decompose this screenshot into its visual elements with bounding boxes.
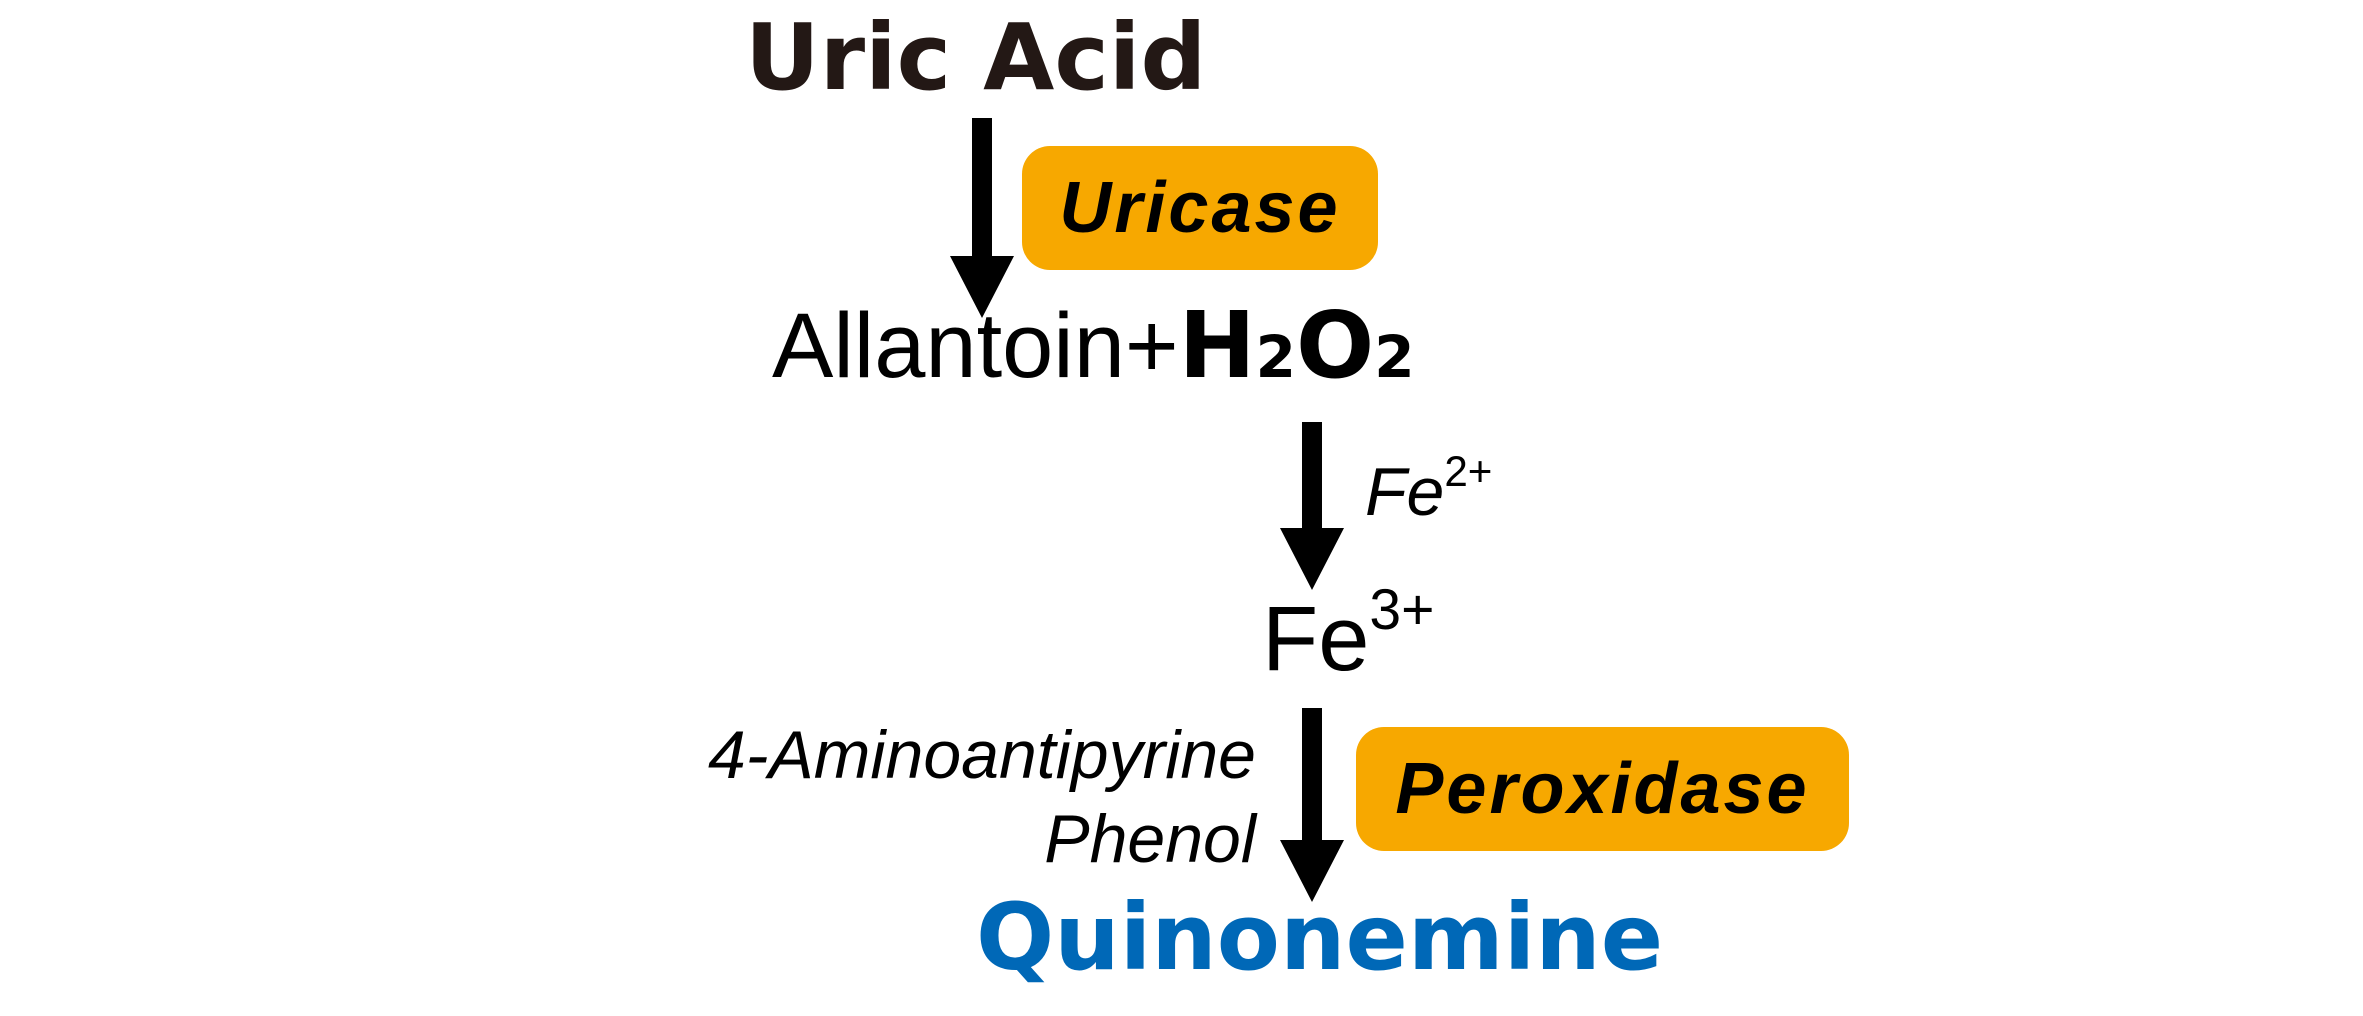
reagent-phenol: Phenol: [1044, 801, 1256, 877]
fe3-symbol: Fe: [1262, 588, 1370, 690]
peroxidase-enzyme-badge: Peroxidase: [1356, 727, 1849, 851]
h2o2-formula: H2O2: [1179, 292, 1415, 399]
peroxidase-label: Peroxidase: [1395, 749, 1810, 829]
allantoin-h2o2-product: Allantoin+H2O2: [772, 300, 1415, 393]
arrow-fe3-to-quinonemine: [1280, 708, 1344, 902]
allantoin-text: Allantoin+: [772, 295, 1179, 397]
arrow-uric-to-allantoin: [950, 118, 1014, 318]
uricase-enzyme-badge: Uricase: [1022, 146, 1378, 270]
final-product-quinonemine: Quinonemine: [976, 884, 1664, 991]
fe3-charge: 3+: [1369, 577, 1435, 642]
h2o2-h: H: [1178, 292, 1256, 399]
fe2-symbol: Fe: [1365, 454, 1445, 530]
fe2-charge: 2+: [1444, 448, 1493, 496]
reagent-aminoantipyrine: 4-Aminoantipyrine: [707, 717, 1256, 793]
substrate-uric-acid: Uric Acid: [745, 4, 1207, 111]
h2o2-h-subscript: 2: [1255, 323, 1296, 391]
h2o2-o-subscript: 2: [1374, 323, 1415, 391]
uricase-label: Uricase: [1059, 168, 1341, 248]
arrow-h2o2-to-fe3: [1280, 422, 1344, 590]
ferric-ion-product: Fe3+: [1262, 581, 1434, 685]
ferrous-ion-cofactor: Fe2+: [1365, 451, 1492, 526]
h2o2-o: O: [1296, 292, 1375, 399]
